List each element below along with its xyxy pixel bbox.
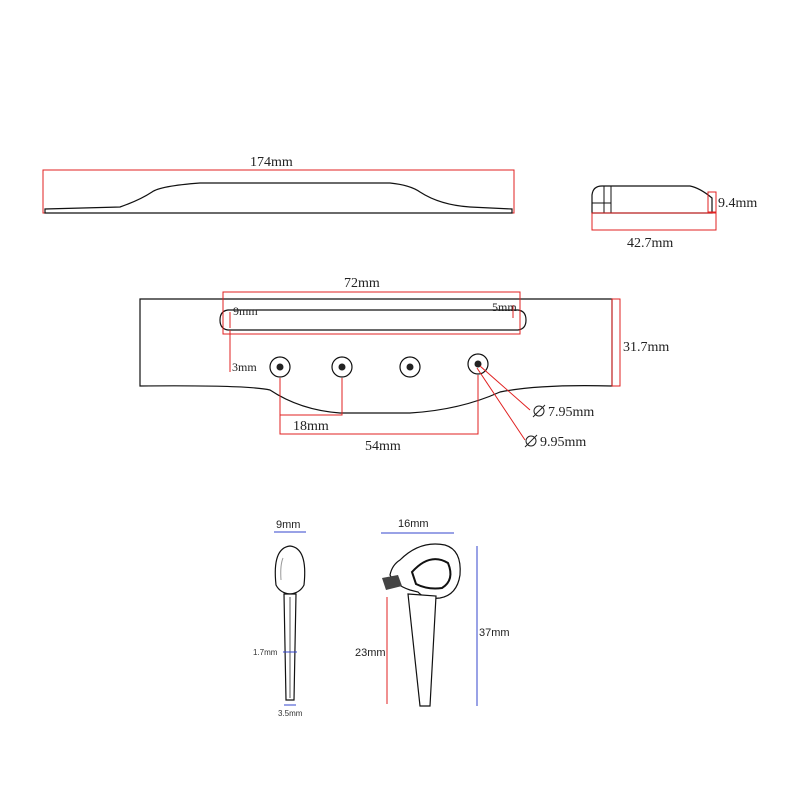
side-height-dimension [707,191,717,213]
pin-hole-2 [331,356,353,378]
skull-head-width-label: 16mm [398,518,429,530]
inner-diameter-symbol [533,405,545,417]
outer-diameter-symbol [525,435,537,447]
pin-mid-width-label: 1.7mm [253,648,278,657]
side-width-label: 42.7mm [627,236,673,251]
bridge-pin: 9mm 1.7mm 3.5mm [253,519,306,718]
hole-spacing-dimension [279,378,343,416]
bridge-side-shape [591,185,713,214]
slot-length-dimension [222,291,521,335]
inner-diameter-label: 7.95mm [548,405,594,420]
outer-diameter-leader [476,367,526,441]
skull-pin-shaft [407,593,437,707]
bridge-length-label: 174mm [250,155,293,170]
pin-head-width-label: 9mm [276,519,300,531]
hole-span-label: 54mm [365,439,401,454]
side-height-label: 9.4mm [718,196,757,211]
bridge-front-view: 72mm 9mm 5mm 3mm 31.7mm 18mm 54mm 7.95mm… [139,276,669,454]
pin-hole-3 [399,356,421,378]
skull-outline [410,558,452,590]
slot-left-width-label: 9mm [233,304,258,318]
outer-diameter-label: 9.95mm [540,435,586,450]
slot-right-width-label: 5mm [492,300,517,314]
skull-total-length-label: 37mm [479,627,510,639]
skull-pin: 16mm 23mm 37mm [355,518,510,707]
pin-hole-1 [269,356,291,378]
hole-span-dimension [279,375,479,435]
slot-gap-label: 3mm [232,360,257,374]
bridge-side-view: 9.4mm 42.7mm [591,185,757,251]
bridge-profile-shape [44,182,513,214]
pin-head [274,545,306,595]
front-height-dimension [611,298,621,387]
hole-spacing-label: 18mm [293,419,329,434]
bridge-profile: 174mm [42,155,515,214]
slot-length-label: 72mm [344,276,380,291]
inner-diameter-leader [479,365,531,411]
side-width-dimension [591,212,717,231]
skull-face [382,575,402,590]
front-height-label: 31.7mm [623,340,669,355]
pin-tip-width-label: 3.5mm [278,709,303,718]
skull-shaft-length-label: 23mm [355,647,386,659]
saddle-slot [219,309,527,331]
